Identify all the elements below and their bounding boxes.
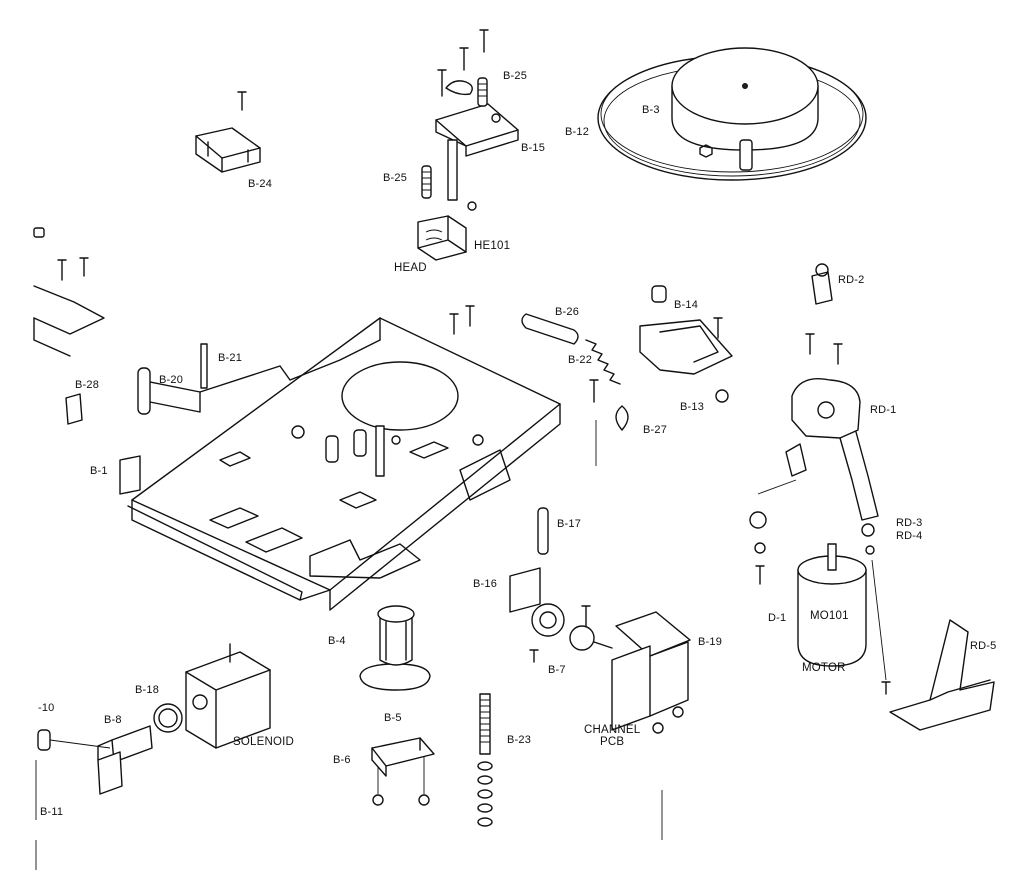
left-plate <box>33 227 105 357</box>
label-rd1: RD-1 <box>870 404 897 416</box>
foot-rd5 <box>889 619 995 731</box>
label-b28: B-28 <box>75 379 100 391</box>
label-b4: B-4 <box>328 635 346 647</box>
bracket-rd1 <box>757 263 879 521</box>
label-head: HEAD <box>394 262 427 274</box>
label-b24: B-24 <box>248 178 273 190</box>
label-channel: CHANNEL <box>584 724 641 736</box>
label-b21: B-21 <box>218 352 243 364</box>
label-motor: MOTOR <box>802 662 846 674</box>
label-rd2: RD-2 <box>838 274 865 286</box>
label-rd3: RD-3 <box>896 517 923 529</box>
label-b5: B-5 <box>384 712 402 724</box>
label-b18: B-18 <box>135 684 160 696</box>
label-b26: B-26 <box>555 306 580 318</box>
label-b7: B-7 <box>548 664 566 676</box>
label-rd4: RD-4 <box>896 530 923 542</box>
channel-pcb-assembly <box>509 507 691 734</box>
spring-b23 <box>477 693 493 827</box>
motor-d1 <box>749 511 891 695</box>
main-chassis-b1 <box>119 317 561 611</box>
chassis-small-parts <box>65 305 475 425</box>
label-he101: HE101 <box>474 240 511 252</box>
label-b17: B-17 <box>557 518 582 530</box>
pinch-roller-arm <box>521 285 733 466</box>
label-rd5: RD-5 <box>970 640 997 652</box>
solenoid-assembly <box>35 643 663 870</box>
label-b11: B-11 <box>40 806 64 818</box>
clutch-b4 <box>359 605 435 806</box>
label-b19: B-19 <box>698 636 723 648</box>
label-b25-top: B-25 <box>503 70 528 82</box>
label-b15: B-15 <box>521 142 546 154</box>
label-b8: B-8 <box>104 714 122 726</box>
bracket-b24 <box>195 91 261 173</box>
label-b12: B-12 <box>565 126 590 138</box>
label-b25-side: B-25 <box>383 172 408 184</box>
label-pcb: PCB <box>600 736 625 748</box>
label-b20: B-20 <box>159 374 184 386</box>
label-channel-pcb: CHANNEL PCB <box>584 724 640 748</box>
label-b23: B-23 <box>507 734 532 746</box>
label-b14: B-14 <box>674 299 699 311</box>
label-mo101: MO101 <box>810 610 849 622</box>
label-d1: D-1 <box>768 612 787 624</box>
label-b27: B-27 <box>643 424 668 436</box>
label-b1: B-1 <box>90 465 108 477</box>
label-b6: B-6 <box>333 754 351 766</box>
flywheel-b3 <box>597 47 867 181</box>
head-bracket-b15 <box>417 29 519 261</box>
label-b10: -10 <box>38 702 55 714</box>
label-b3: B-3 <box>642 104 660 116</box>
label-b16: B-16 <box>473 578 498 590</box>
label-b22: B-22 <box>568 354 593 366</box>
label-b13: B-13 <box>680 401 705 413</box>
label-solenoid: SOLENOID <box>233 736 295 748</box>
